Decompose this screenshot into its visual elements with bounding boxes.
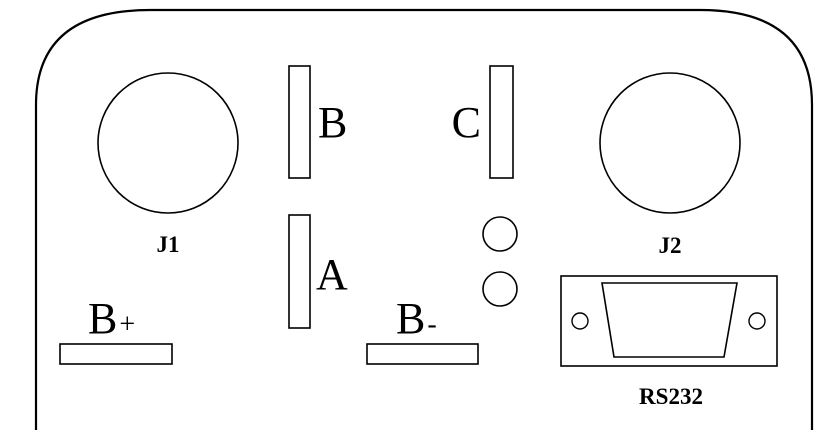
terminal-b-slot [288,65,311,179]
terminal-c-label: C [452,98,481,147]
panel-outline [34,8,814,430]
rs232-screw-right [748,312,766,330]
battery-minus-label: B- [396,294,437,343]
j2-connector [599,72,741,214]
rs232-connector [560,275,778,367]
indicator-light-lower [482,271,518,307]
rs232-screw-left [571,312,589,330]
indicator-light-upper [482,216,518,252]
terminal-b-label: B [318,98,347,147]
j2-label: J2 [659,233,682,258]
rs232-shell [601,282,738,358]
battery-plus-label: B+ [88,294,135,343]
j1-label: J1 [157,232,180,257]
terminal-a-slot [288,214,311,329]
terminal-c-slot [489,65,514,179]
rs232-label: RS232 [639,384,703,409]
terminal-a-label: A [316,250,348,299]
battery-minus-terminal [366,343,479,365]
rs232-plate [560,275,778,367]
j1-connector [97,72,239,214]
battery-plus-terminal [59,343,173,365]
